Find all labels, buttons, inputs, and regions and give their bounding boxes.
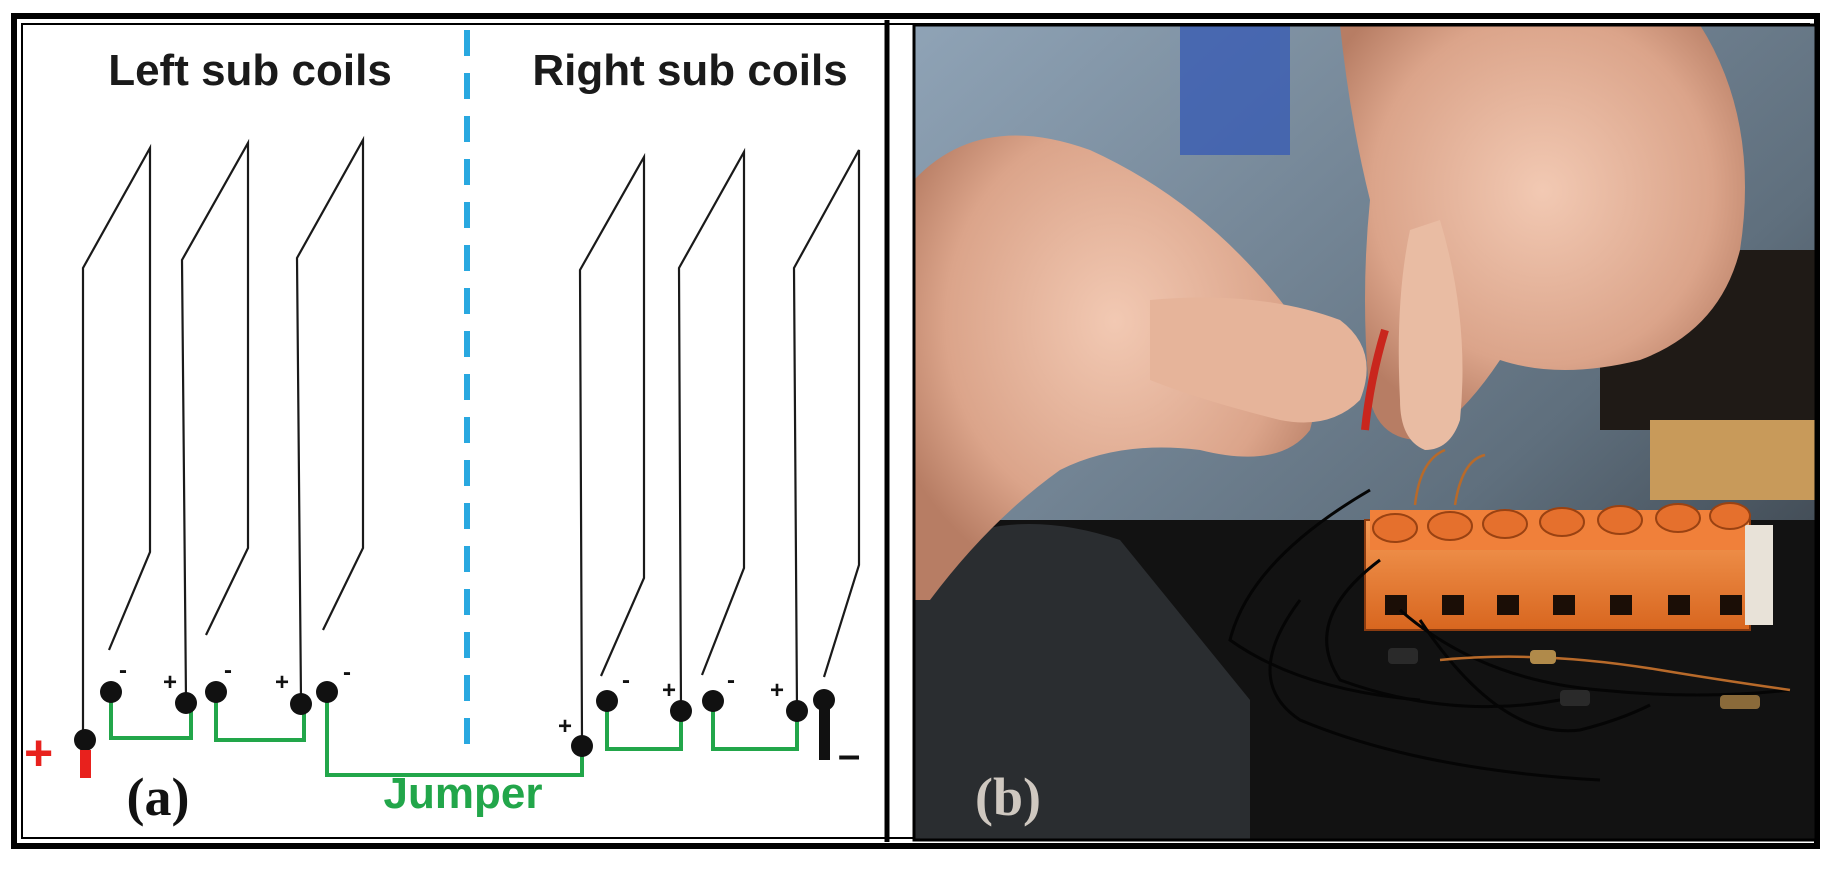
terminal-dot — [205, 681, 227, 703]
left-thumb — [1150, 297, 1367, 423]
panel-a-label: (a) — [127, 767, 190, 827]
terminal-dot — [316, 681, 338, 703]
sign-minus: - — [343, 659, 351, 686]
panel-b-label: (b) — [975, 767, 1041, 827]
terminal-dot — [100, 681, 122, 703]
supply-minus-sign: – — [838, 733, 860, 777]
terminal-dot — [74, 729, 96, 751]
left-coil-2 — [180, 138, 250, 701]
terminal-dot — [670, 700, 692, 722]
left-hand — [914, 135, 1316, 601]
jumper-right-1 — [605, 700, 683, 751]
left-coils-title: Left sub coils — [108, 46, 392, 95]
terminal-dots — [74, 681, 835, 757]
copper-wire — [1413, 448, 1791, 692]
terminal-dot — [175, 692, 197, 714]
left-coil-3 — [295, 135, 365, 701]
terminal-dot — [596, 690, 618, 712]
terminal-dot — [571, 735, 593, 757]
right-finger — [1398, 220, 1463, 450]
terminal-dot — [702, 690, 724, 712]
sign-plus: + — [163, 669, 177, 696]
dark-fabric — [914, 524, 1250, 840]
supply-minus-lead — [819, 708, 830, 760]
wire-connectors — [1388, 648, 1760, 709]
terminal-dot — [813, 689, 835, 711]
coil-leads — [1228, 488, 1791, 782]
panel-b-photo: (b) — [914, 25, 1816, 840]
green-jumpers — [109, 690, 799, 777]
left-sub-coils — [81, 135, 365, 730]
sign-minus: - — [727, 667, 735, 694]
right-coils-title: Right sub coils — [532, 46, 847, 95]
panel-a-schematic: Left sub coils Right sub coils — [24, 30, 860, 827]
supply-plus-lead — [80, 750, 91, 778]
right-coil-1 — [578, 152, 646, 743]
sign-minus: - — [224, 657, 232, 684]
sign-minus: - — [119, 657, 127, 684]
sign-minus: - — [622, 667, 630, 694]
photo-border — [912, 23, 1818, 842]
sign-plus: + — [662, 677, 676, 704]
jumper-left-1 — [109, 690, 193, 740]
shirt-pattern — [1180, 25, 1290, 155]
terminal-block-end — [1745, 525, 1773, 625]
left-coil-1 — [81, 143, 152, 730]
sign-plus: + — [770, 677, 784, 704]
terminal-slots — [1385, 595, 1742, 615]
supply-plus-sign: + — [24, 725, 53, 781]
sign-plus: + — [275, 669, 289, 696]
red-wire — [1361, 328, 1389, 431]
right-coil-3 — [792, 149, 861, 711]
terminal-dot — [786, 700, 808, 722]
jumper-label: Jumper — [384, 769, 543, 818]
terminal-screws — [1372, 502, 1751, 543]
polarity-signs: - + - + - + - + - + + – — [24, 657, 860, 781]
right-coil-2 — [677, 147, 746, 713]
terminal-dot — [290, 693, 312, 715]
jumper-main — [325, 690, 584, 777]
wooden-edge — [1650, 420, 1816, 500]
right-sub-coils — [578, 147, 861, 743]
jumper-left-2 — [214, 690, 306, 742]
sign-plus: + — [558, 713, 572, 740]
jumper-right-2 — [711, 700, 799, 751]
